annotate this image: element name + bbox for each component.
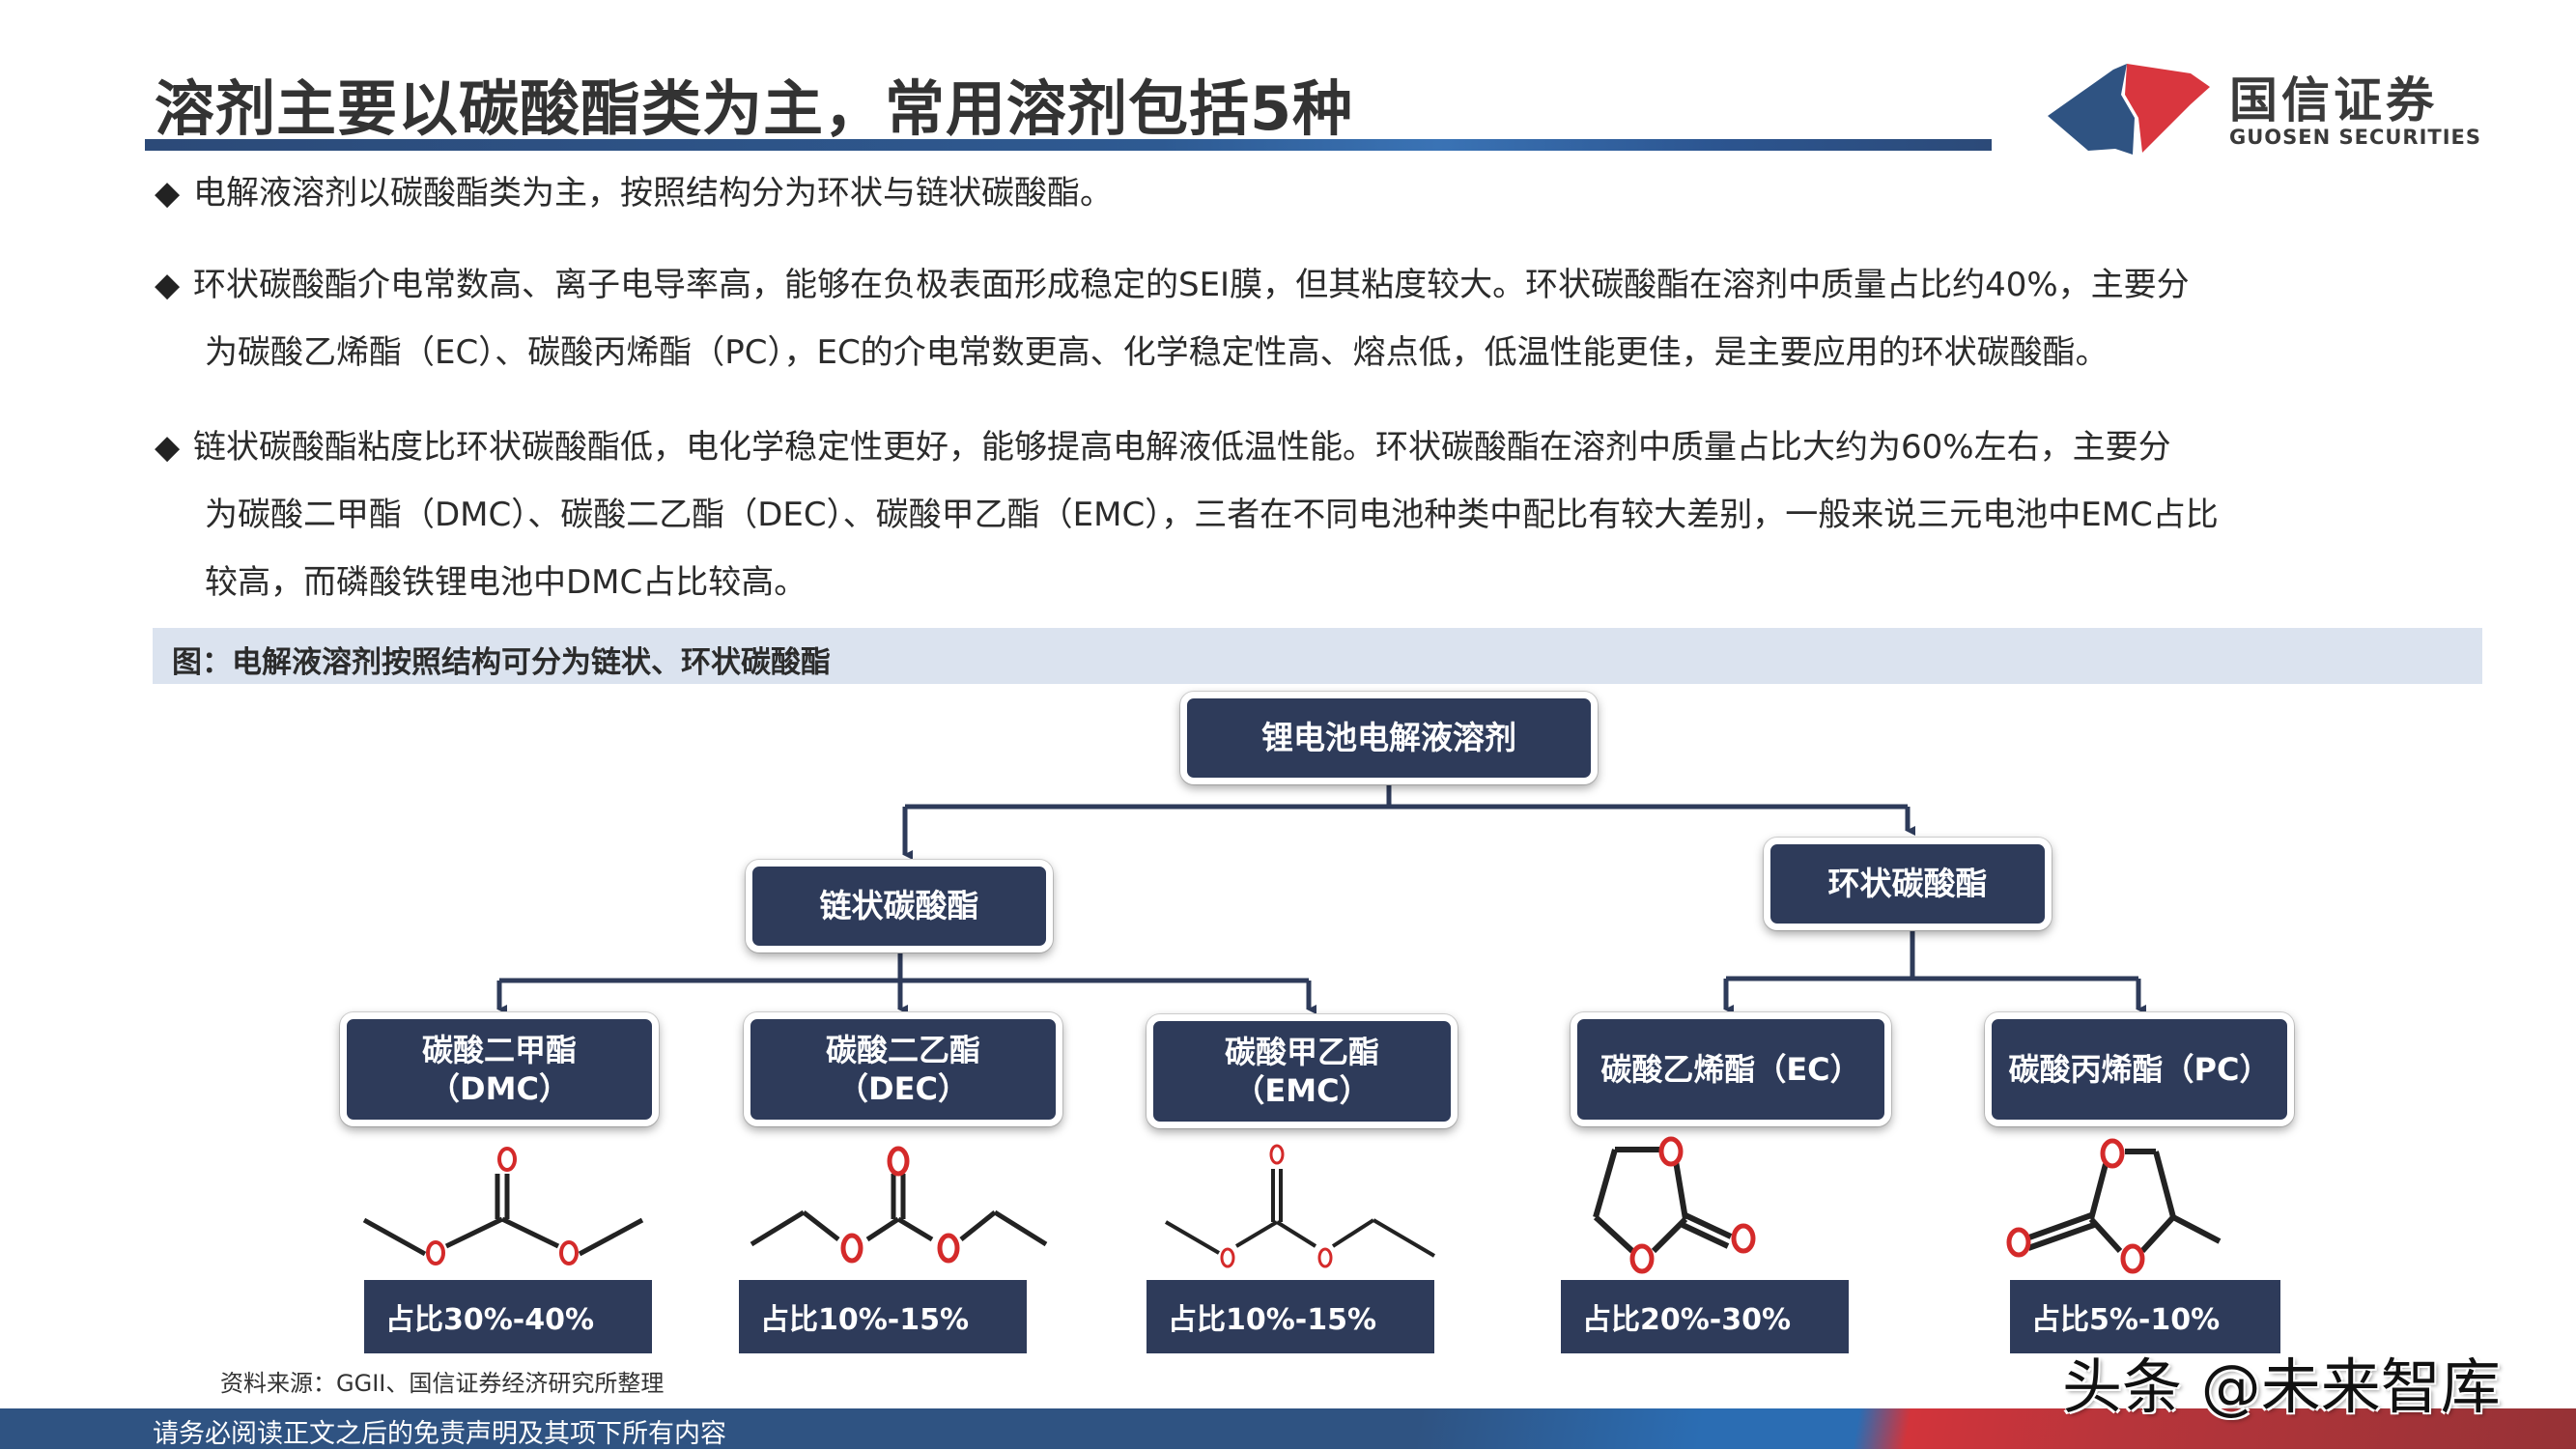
share-box-emc: 占比10%-15% [1146, 1280, 1434, 1353]
node-label: 锂电池电解液溶剂 [1261, 719, 1516, 756]
bullet-1: ◆ 电解液溶剂以碳酸酯类为主，按照结构分为环状与链状碳酸酯。 [155, 174, 1113, 213]
share-label: 占比10%-15% [760, 1303, 970, 1337]
footer-disclaimer: 请务必阅读正文之后的免责声明及其项下所有内容 [153, 1419, 726, 1449]
figure-caption-bar [153, 628, 2482, 684]
share-box-pc: 占比5%-10% [2010, 1280, 2280, 1353]
bullet-2: ◆ 环状碳酸酯介电常数高、离子电导率高，能够在负极表面形成稳定的SEI膜，但其粘度… [155, 266, 2190, 304]
node-abbr: （EMC） [1233, 1072, 1371, 1109]
bullet-text: 电解液溶剂以碳酸酯类为主，按照结构分为环状与链状碳酸酯。 [193, 174, 1113, 213]
node-label: 碳酸二乙酯 [825, 1032, 980, 1068]
figure-caption: 图：电解液溶剂按照结构可分为链状、环状碳酸酯 [172, 645, 831, 680]
share-box-ec: 占比20%-30% [1561, 1280, 1849, 1353]
share-label: 占比10%-15% [1168, 1303, 1377, 1337]
node-dec: 碳酸二乙酯 （DEC） [744, 1012, 1062, 1126]
bullet-3-continuation-2: 较高，而磷酸铁锂电池中DMC占比较高。 [205, 563, 807, 602]
node-abbr: （DMC） [429, 1070, 570, 1107]
bullet-text: 环状碳酸酯介电常数高、离子电导率高，能够在负极表面形成稳定的SEI膜，但其粘度较… [193, 266, 2190, 304]
logo-mark-icon [2048, 64, 2210, 155]
node-root-electrolyte-solvent: 锂电池电解液溶剂 [1180, 692, 1598, 784]
logo-chinese-name: 国信证券 [2229, 72, 2438, 128]
source-note: 资料来源：GGII、国信证券经济研究所整理 [220, 1370, 665, 1397]
bullet-2-continuation: 为碳酸乙烯酯（EC）、碳酸丙烯酯（PC），EC的介电常数更高、化学稳定性高、熔点… [205, 333, 2109, 372]
watermark: 头条 @未来智库 [2062, 1351, 2501, 1422]
share-label: 占比20%-30% [1582, 1303, 1792, 1337]
guosen-logo [2046, 56, 2451, 162]
node-label: 碳酸二甲酯 [421, 1032, 577, 1068]
dmc-structure-icon [362, 1174, 644, 1257]
share-label: 占比5%-10% [2031, 1303, 2221, 1337]
page-title: 溶剂主要以碳酸酯类为主，常用溶剂包括5种 [155, 73, 1354, 144]
node-label: 环状碳酸酯 [1827, 865, 1988, 902]
node-pc: 碳酸丙烯酯（PC） [1985, 1012, 2294, 1126]
diamond-bullet-icon: ◆ [155, 174, 181, 213]
share-box-dec: 占比10%-15% [739, 1280, 1027, 1353]
node-emc: 碳酸甲乙酯 （EMC） [1146, 1014, 1458, 1128]
node-dmc: 碳酸二甲酯 （DMC） [340, 1012, 659, 1126]
node-ec: 碳酸乙烯酯（EC） [1571, 1012, 1891, 1126]
node-label: 碳酸乙烯酯（EC） [1600, 1051, 1861, 1088]
footer-bar [0, 1408, 2576, 1449]
dec-structure-icon [750, 1174, 1048, 1247]
node-ring-carbonate: 环状碳酸酯 [1764, 838, 2052, 930]
pc-structure-icon [2024, 1149, 2222, 1254]
bullet-3: ◆ 链状碳酸酯粘度比环状碳酸酯低，电化学稳定性更好，能够提高电解液低温性能。环状碳… [155, 428, 2171, 467]
node-label: 碳酸丙烯酯（PC） [2008, 1051, 2271, 1088]
logo-english-name: GUOSEN SECURITIES [2229, 126, 2482, 149]
bullet-text: 链状碳酸酯粘度比环状碳酸酯低，电化学稳定性更好，能够提高电解液低温性能。环状碳酸… [193, 428, 2171, 467]
node-label: 链状碳酸酯 [819, 887, 979, 924]
diamond-bullet-icon: ◆ [155, 428, 181, 467]
title-underline [145, 139, 1992, 151]
bullet-3-continuation-1: 为碳酸二甲酯（DMC）、碳酸二乙酯（DEC）、碳酸甲乙酯（EMC），三者在不同电… [205, 496, 2219, 534]
node-label: 碳酸甲乙酯 [1224, 1034, 1379, 1070]
diamond-bullet-icon: ◆ [155, 266, 181, 304]
node-abbr: （DEC） [837, 1070, 969, 1107]
emc-structure-icon [1164, 1169, 1436, 1258]
node-chain-carbonate: 链状碳酸酯 [746, 860, 1053, 952]
ec-structure-icon [1593, 1147, 1733, 1254]
share-label: 占比30%-40% [385, 1303, 595, 1337]
share-box-dmc: 占比30%-40% [364, 1280, 652, 1353]
